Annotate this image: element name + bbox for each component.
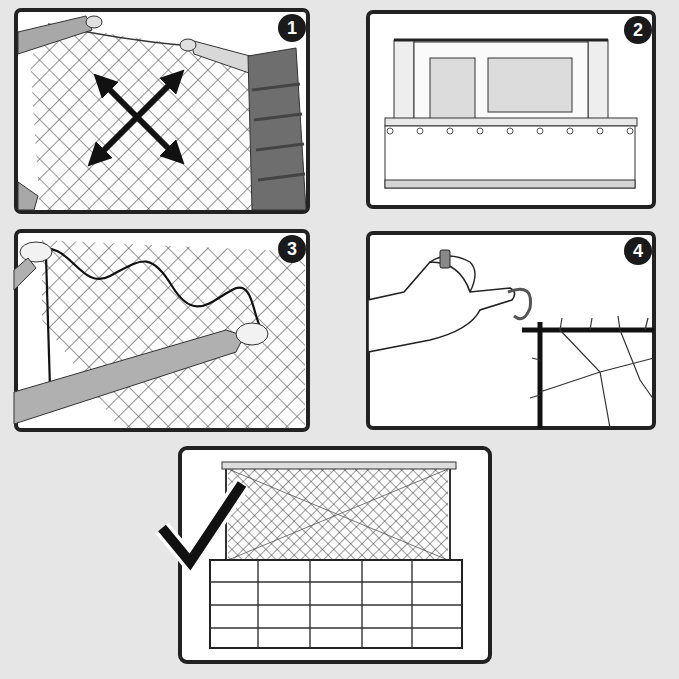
balcony-frame-illustration bbox=[488, 58, 572, 112]
hook-illustration bbox=[368, 250, 654, 428]
net-spread-illustration bbox=[102, 82, 176, 156]
balcony-frame-illustration bbox=[588, 40, 608, 124]
balcony-frame-illustration bbox=[385, 180, 635, 188]
finished-balcony-illustration bbox=[162, 484, 242, 562]
net-spread-illustration bbox=[30, 24, 262, 210]
balcony-frame-illustration bbox=[387, 128, 393, 134]
finished-balcony-illustration bbox=[162, 448, 490, 662]
finished-balcony-illustration bbox=[210, 560, 462, 648]
net-spread-illustration bbox=[180, 39, 196, 51]
hook-illustration bbox=[522, 328, 654, 333]
cord-threading-illustration bbox=[36, 248, 262, 330]
balcony-frame-illustration bbox=[394, 39, 608, 42]
net-spread-illustration bbox=[96, 78, 176, 158]
balcony-frame-illustration bbox=[537, 128, 543, 134]
finished-balcony-illustration bbox=[228, 469, 448, 560]
balcony-frame-illustration bbox=[385, 126, 635, 188]
net-spread-illustration bbox=[18, 16, 92, 54]
balcony-frame-illustration bbox=[414, 42, 588, 122]
finished-balcony-illustration bbox=[162, 484, 242, 562]
finished-balcony-illustration bbox=[228, 469, 448, 560]
balcony-frame-illustration bbox=[507, 128, 513, 134]
cord-threading-illustration bbox=[14, 258, 36, 290]
balcony-frame-illustration bbox=[567, 128, 573, 134]
step-number: 4 bbox=[624, 237, 652, 265]
cord-threading-illustration bbox=[42, 240, 305, 429]
step-number: 2 bbox=[624, 16, 652, 44]
step-number: 1 bbox=[278, 14, 306, 42]
step-panel: 4 bbox=[366, 231, 656, 430]
step-panel: 1 bbox=[14, 8, 310, 214]
net-spread-illustration bbox=[248, 48, 306, 210]
hook-illustration bbox=[540, 330, 654, 428]
finished-balcony-illustration bbox=[222, 462, 456, 469]
net-spread-illustration bbox=[48, 24, 190, 46]
hook-illustration bbox=[538, 322, 543, 428]
net-spread-illustration bbox=[252, 84, 305, 180]
cord-threading-illustration bbox=[46, 256, 50, 388]
cord-threading-illustration bbox=[236, 323, 268, 345]
hook-illustration bbox=[368, 262, 515, 352]
balcony-frame-illustration bbox=[627, 128, 633, 134]
hook-illustration bbox=[508, 289, 531, 318]
balcony-frame-illustration bbox=[477, 128, 483, 134]
hook-illustration bbox=[430, 256, 475, 292]
finished-balcony-illustration bbox=[210, 560, 462, 648]
balcony-frame-illustration bbox=[597, 128, 603, 134]
finished-balcony-illustration bbox=[225, 469, 227, 560]
hook-illustration bbox=[530, 316, 648, 398]
step-panel: 3 bbox=[14, 229, 310, 432]
balcony-frame-illustration bbox=[387, 128, 633, 134]
balcony-frame-illustration bbox=[385, 118, 637, 126]
net-spread-illustration bbox=[18, 182, 38, 210]
cord-threading-illustration bbox=[14, 240, 305, 429]
finished-balcony-illustration bbox=[228, 469, 448, 560]
hook-illustration bbox=[440, 250, 450, 268]
cord-threading-illustration bbox=[14, 330, 244, 424]
balcony-frame-illustration bbox=[430, 58, 475, 120]
balcony-frame-illustration bbox=[385, 40, 637, 188]
balcony-frame-illustration bbox=[394, 40, 414, 124]
net-spread-illustration bbox=[190, 40, 252, 74]
net-spread-illustration bbox=[18, 16, 306, 210]
finished-balcony-illustration bbox=[180, 448, 490, 662]
cord-threading-illustration bbox=[20, 242, 52, 262]
net-spread-illustration bbox=[86, 16, 102, 28]
balcony-frame-illustration bbox=[447, 128, 453, 134]
step-number: 3 bbox=[278, 235, 306, 263]
finished-balcony-illustration bbox=[449, 469, 451, 560]
balcony-frame-illustration bbox=[417, 128, 423, 134]
step-panel: 2 bbox=[366, 10, 656, 209]
